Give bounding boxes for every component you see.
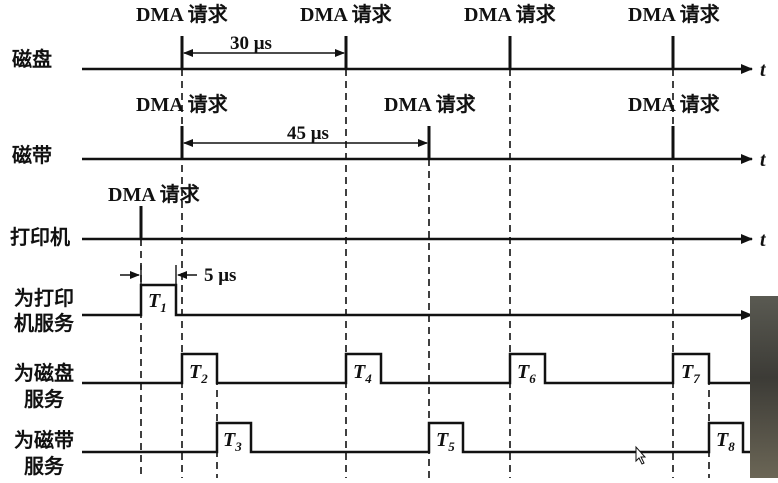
task-label-t6: T6 [517,361,536,386]
task-label-t1: T1 [148,290,167,315]
dma-request-label-tape-3: DMA 请求 [628,92,721,116]
dma-request-label-disk-2: DMA 请求 [300,2,393,26]
row-label-tape: 磁带 [12,143,52,167]
alignment-dashes [140,69,710,478]
task-label-t5: T5 [436,429,455,454]
row-label-serve-printer-1: 为打印 [14,286,74,310]
axis-t-printer: t [760,229,767,251]
mouse-cursor-icon [635,445,647,465]
dma-request-label-printer: DMA 请求 [108,182,201,206]
axis-t-tape: t [760,149,767,171]
dma-request-label-disk-1: DMA 请求 [136,2,229,26]
disk-interval-label: 30 μs [230,33,272,54]
task-label-t2: T2 [189,361,208,386]
row-label-serve-tape-1: 为磁带 [14,428,74,452]
printer-service-wave [82,283,753,320]
request-ticks [139,36,675,239]
row-label-serve-disk-2: 服务 [24,387,65,411]
dma-request-label-disk-3: DMA 请求 [464,2,557,26]
row-label-serve-printer-2: 机服务 [14,311,75,335]
row-label-disk: 磁盘 [12,47,52,71]
row-label-printer: 打印机 [10,225,70,249]
printer-interval-label: 5 μs [204,265,236,286]
row-label-serve-disk-1: 为磁盘 [14,361,74,385]
dma-request-label-disk-4: DMA 请求 [628,2,721,26]
tape-service-wave [82,421,750,454]
disk-service-wave [82,352,750,385]
axis-t-disk: t [760,59,767,81]
webcam-overlay [750,296,778,478]
task-label-t4: T4 [353,361,372,386]
tape-interval-label: 45 μs [287,123,329,144]
row-label-serve-tape-2: 服务 [24,454,65,478]
dma-request-label-tape-2: DMA 请求 [384,92,477,116]
task-label-t7: T7 [681,361,700,386]
task-label-t3: T3 [223,429,242,454]
task-label-t8: T8 [716,429,735,454]
